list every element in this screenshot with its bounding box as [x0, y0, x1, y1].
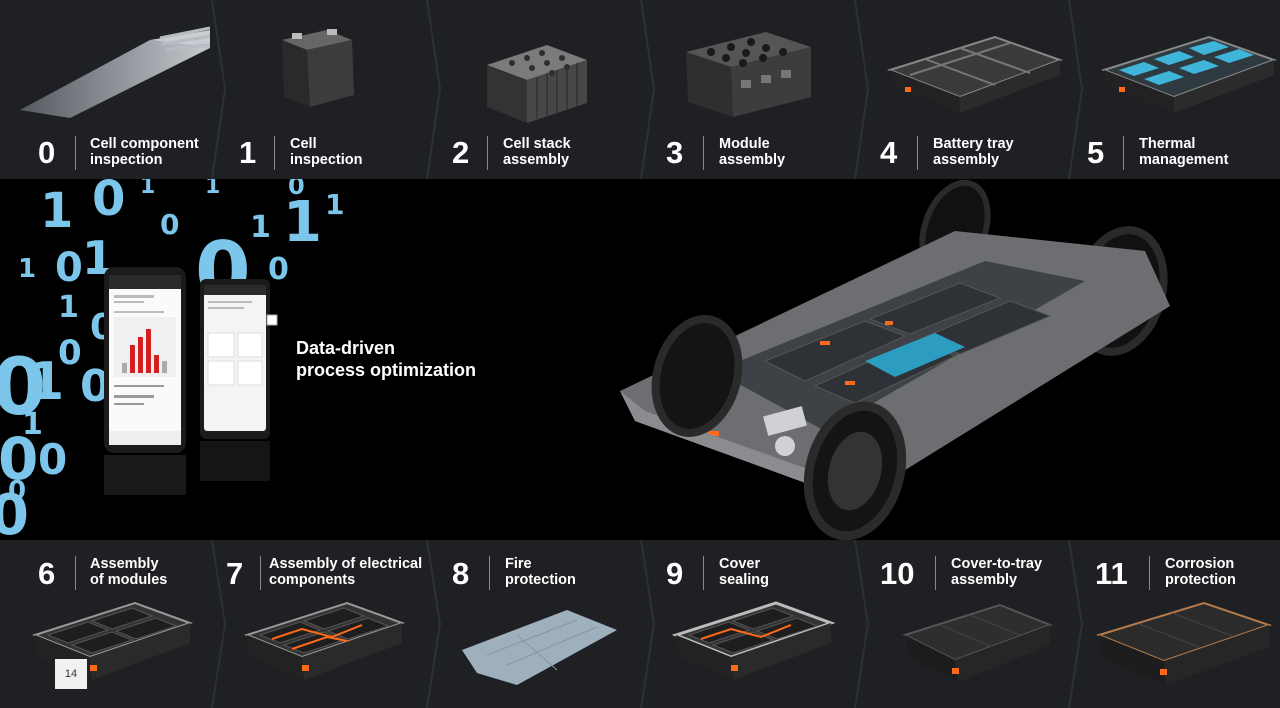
svg-text:0: 0 — [8, 476, 26, 506]
step-tile-4[interactable]: 4 Battery tray assembly — [855, 0, 1069, 179]
step-number-8: 8 — [452, 556, 470, 591]
process-steps-top-row: 0 Cell component inspection 1 Cell inspe… — [0, 0, 1280, 179]
thermal-management-tray-image — [1100, 35, 1277, 113]
step-label-7: Assembly of electrical components — [269, 556, 423, 588]
top-row-background — [0, 0, 1280, 179]
cell-component-sheet-image — [20, 26, 210, 118]
ev-chassis-image — [620, 179, 1170, 541]
step-number-7: 7 — [226, 556, 244, 591]
svg-text:1: 1 — [140, 179, 155, 199]
svg-text:0: 0 — [92, 179, 125, 227]
bottom-row-background — [0, 540, 1280, 708]
svg-text:1: 1 — [205, 179, 220, 199]
svg-text:0: 0 — [55, 245, 83, 291]
step-tile-6[interactable]: 6 Assembly of modules — [0, 540, 212, 708]
corrosion-protection-tray-image — [1095, 601, 1273, 685]
step-divider-11 — [1149, 556, 1150, 590]
step-divider-7 — [260, 556, 261, 590]
step-divider-10 — [935, 556, 936, 590]
step-label-4: Battery tray assembly — [933, 136, 1014, 168]
page-number: 14 — [55, 659, 87, 689]
data-driven-optimization-label: Data-driven process optimization — [296, 338, 477, 380]
svg-text:1: 1 — [22, 407, 43, 442]
fire-protection-sheet-image — [462, 610, 617, 685]
step-tile-2[interactable]: 2 Cell stack assembly — [427, 0, 641, 179]
step-label-3: Module assembly — [719, 136, 786, 168]
svg-text:0: 0 — [38, 435, 67, 484]
svg-text:0: 0 — [0, 343, 46, 433]
step-number-4: 4 — [880, 135, 898, 170]
svg-text:1: 1 — [283, 190, 322, 255]
electrical-components-tray-image — [244, 601, 406, 680]
step-number-5: 5 — [1087, 135, 1105, 170]
step-label-8: Fire protection — [505, 556, 576, 588]
step-divider-8 — [489, 556, 490, 590]
step-tile-0[interactable]: 0 Cell component inspection — [0, 0, 212, 179]
step-number-9: 9 — [666, 556, 684, 591]
svg-text:1: 1 — [58, 290, 79, 325]
modules-in-tray-image — [32, 601, 194, 680]
prismatic-cell-image — [282, 29, 354, 107]
binary-digits-backdrop: 1 0 1 1 0 0 1 0 1 1 1 0 1 0 1 0 0 0 1 0 — [0, 171, 360, 548]
svg-text:1: 1 — [40, 183, 73, 239]
step-label-9: Cover sealing — [719, 556, 769, 588]
cell-stack-image — [487, 45, 587, 123]
step-divider-6 — [75, 556, 76, 590]
svg-text:0: 0 — [288, 179, 305, 200]
step-label-2: Cell stack assembly — [503, 136, 571, 168]
step-number-10: 10 — [880, 556, 915, 591]
step-number-2: 2 — [452, 135, 470, 170]
svg-text:0: 0 — [268, 252, 289, 287]
step-divider-1 — [274, 136, 275, 170]
process-steps-bottom-row: 6 Assembly of modules 7 Assembly of elec… — [0, 540, 1280, 708]
step-label-5: Thermal management — [1139, 136, 1229, 168]
step-tile-10[interactable]: 10 Cover-to-tray assembly — [855, 540, 1069, 708]
step-label-11: Corrosion protection — [1165, 556, 1236, 588]
step-tile-1[interactable]: 1 Cell inspection — [212, 0, 427, 179]
step-label-10: Cover-to-tray assembly — [951, 556, 1043, 588]
covered-tray-image — [902, 603, 1053, 682]
svg-text:0: 0 — [58, 333, 82, 373]
step-label-0: Cell component inspection — [90, 136, 199, 168]
step-number-6: 6 — [38, 556, 56, 591]
step-tile-5[interactable]: 5 Thermal management — [1069, 0, 1280, 179]
step-number-1: 1 — [239, 135, 257, 170]
step-tile-11[interactable]: 11 Corrosion protection — [1069, 540, 1280, 708]
step-divider-5 — [1123, 136, 1124, 170]
mobile-app-mockup — [104, 267, 278, 495]
step-divider-9 — [703, 556, 704, 590]
step-tile-3[interactable]: 3 Module assembly — [641, 0, 855, 179]
step-tile-7[interactable]: 7 Assembly of electrical components — [212, 540, 427, 708]
svg-text:1: 1 — [18, 254, 36, 284]
svg-text:0: 0 — [0, 425, 38, 493]
svg-text:1: 1 — [325, 188, 344, 221]
step-divider-3 — [703, 136, 704, 170]
battery-module-image — [686, 32, 811, 117]
svg-text:1: 1 — [250, 210, 271, 245]
step-label-1: Cell inspection — [290, 136, 363, 168]
battery-tray-image — [886, 35, 1063, 113]
step-tile-9[interactable]: 9 Cover sealing — [641, 540, 855, 708]
step-number-0: 0 — [38, 135, 56, 170]
hero-section: 1 0 1 1 0 0 1 0 1 1 1 0 1 0 1 0 0 0 1 0 — [0, 171, 1280, 548]
svg-text:0: 0 — [160, 208, 179, 241]
step-divider-4 — [917, 136, 918, 170]
step-divider-0 — [75, 136, 76, 170]
svg-text:1: 1 — [28, 352, 64, 412]
step-tile-8[interactable]: 8 Fire protection — [427, 540, 641, 708]
cover-sealing-tray-image — [671, 601, 836, 680]
svg-text:0: 0 — [0, 483, 29, 540]
step-number-3: 3 — [666, 135, 684, 170]
step-number-11: 11 — [1095, 556, 1128, 591]
step-label-6: Assembly of modules — [90, 556, 168, 588]
step-divider-2 — [487, 136, 488, 170]
